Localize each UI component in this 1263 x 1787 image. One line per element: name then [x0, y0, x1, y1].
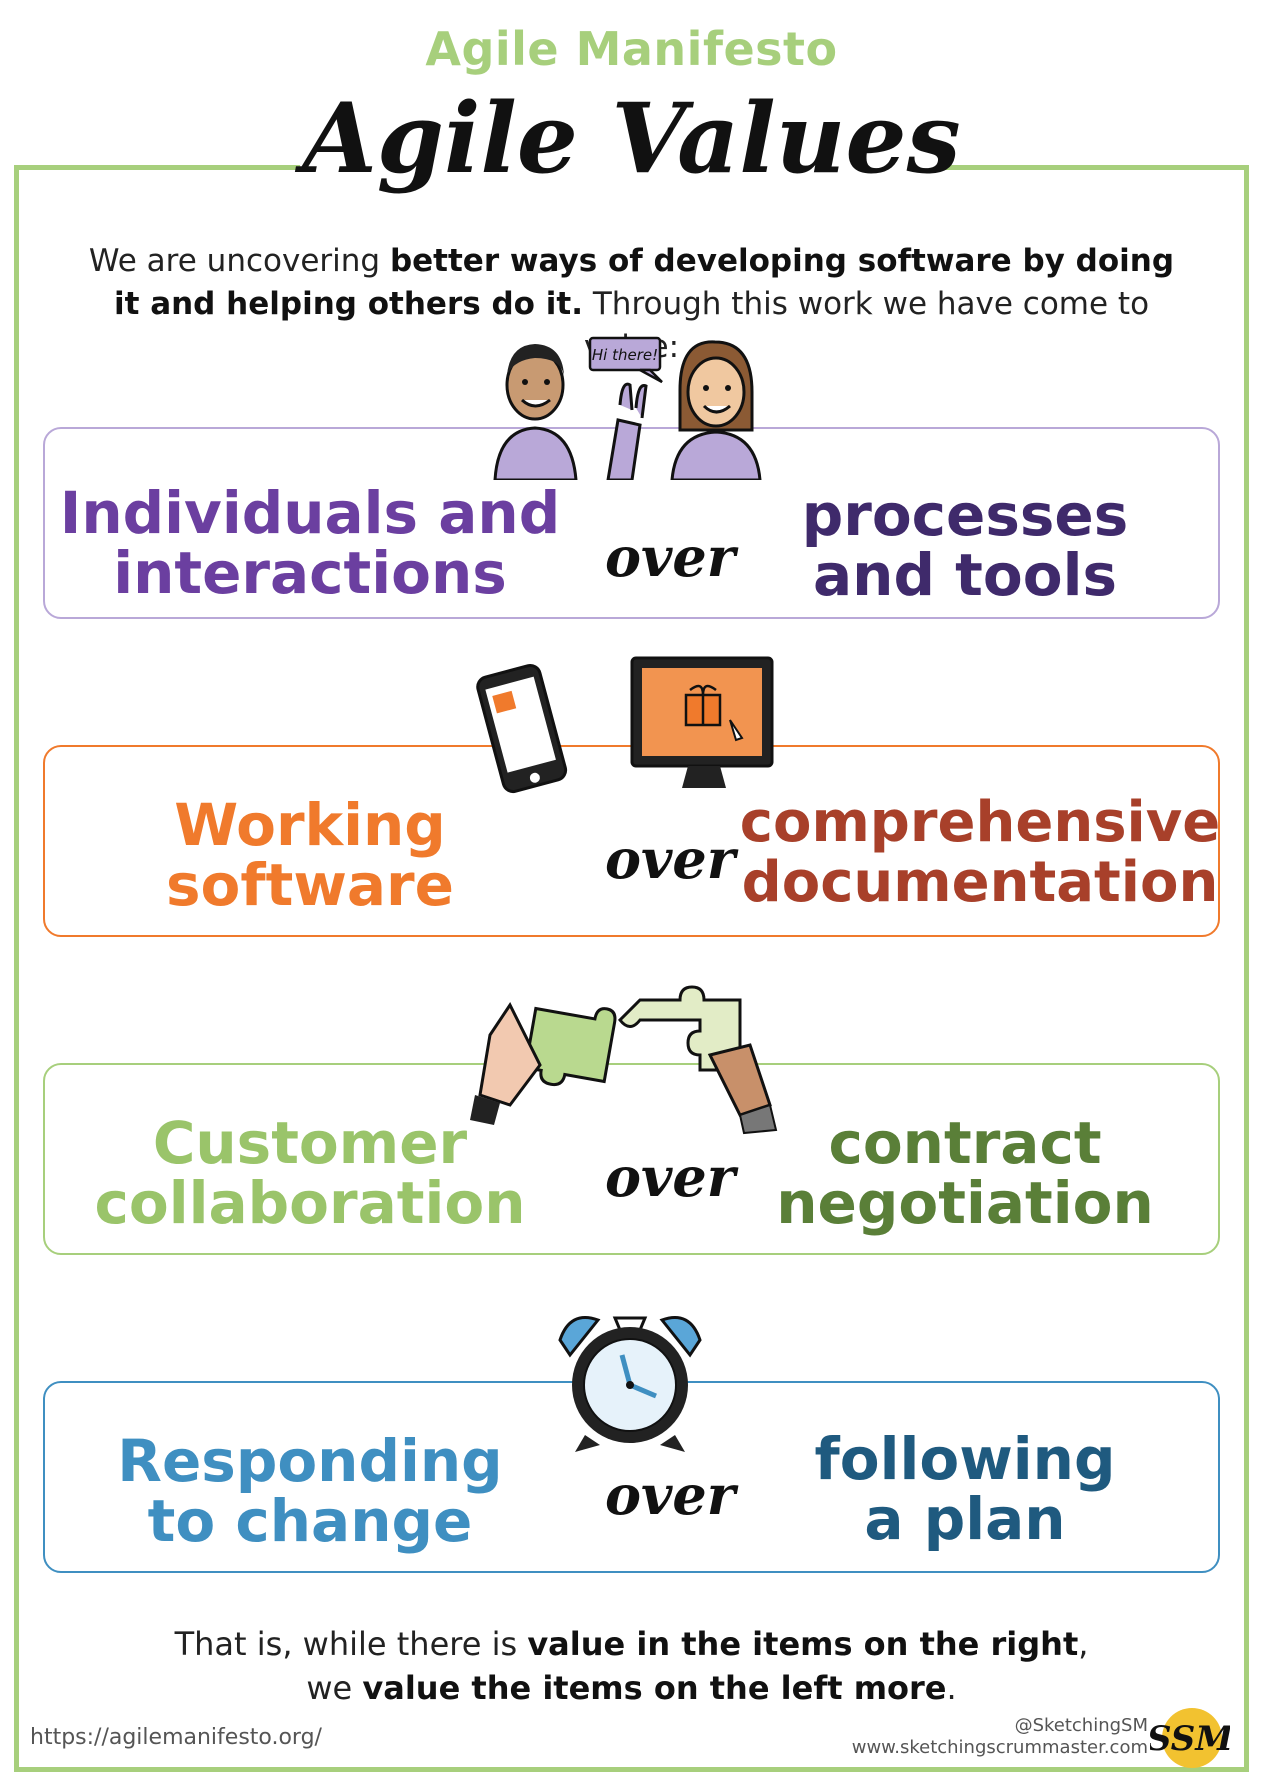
value-left: Responding to change — [45, 1431, 575, 1551]
page-title: Agile Values — [302, 82, 961, 195]
value-right: following a plan — [705, 1429, 1225, 1549]
over-word: over — [605, 525, 736, 589]
value-right-line1: following — [814, 1425, 1116, 1493]
credit-text: @SketchingSM www.sketchingscrummaster.co… — [852, 1715, 1148, 1759]
logo-text: SSM — [1150, 1719, 1230, 1759]
outro-text: That is, while there is value in the ite… — [80, 1622, 1183, 1710]
people-greeting-illustration: Hi there! — [493, 336, 762, 480]
value-left-line2: collaboration — [94, 1169, 526, 1237]
puzzle-hands-illustration — [470, 985, 778, 1135]
value-right-line2: documentation — [741, 850, 1219, 915]
value-card-working-software: Working software over comprehensive docu… — [43, 745, 1220, 937]
value-left-line2: software — [166, 851, 454, 919]
ssm-logo-icon: SSM — [1150, 1708, 1230, 1768]
value-right-line1: contract — [828, 1109, 1102, 1177]
value-left: Customer collaboration — [45, 1113, 575, 1233]
value-left-line2: to change — [147, 1487, 473, 1555]
outro-line1-c: , — [1078, 1625, 1089, 1663]
speech-bubble-text: Hi there! — [592, 346, 658, 364]
value-left: Individuals and interactions — [45, 483, 575, 603]
value-right-line1: processes — [801, 481, 1129, 549]
credit-website[interactable]: www.sketchingscrummaster.com — [851, 1737, 1148, 1758]
value-left-line1: Working — [174, 791, 446, 859]
value-right: comprehensive documentation — [715, 793, 1245, 913]
value-left: Working software — [45, 795, 575, 915]
outro-line1-b: value in the items on the right — [527, 1625, 1079, 1663]
value-right-line2: negotiation — [776, 1169, 1154, 1237]
value-left-line2: interactions — [113, 539, 507, 607]
value-left-line1: Customer — [152, 1109, 468, 1177]
outro-line2-c: . — [946, 1669, 957, 1707]
frame-title-gap — [300, 150, 940, 190]
value-right-line2: and tools — [813, 541, 1117, 609]
devices-illustration — [476, 656, 774, 794]
value-right-line2: a plan — [864, 1485, 1066, 1553]
intro-bold: better ways of developing software by do… — [113, 243, 1175, 322]
source-link[interactable]: https://agilemanifesto.org/ — [30, 1725, 322, 1750]
intro-text: We are uncovering better ways of develop… — [80, 240, 1183, 369]
supertitle: Agile Manifesto — [425, 22, 838, 76]
outro-line2-a: we — [306, 1669, 363, 1707]
outro-line1-a: That is, while there is — [174, 1625, 528, 1663]
value-left-line1: Responding — [117, 1427, 503, 1495]
value-right: contract negotiation — [705, 1113, 1225, 1233]
over-word: over — [605, 827, 736, 891]
value-right: processes and tools — [705, 485, 1225, 605]
value-card-individuals: Individuals and interactions over proces… — [43, 427, 1220, 619]
intro-part1: We are uncovering — [88, 243, 390, 279]
over-word: over — [605, 1463, 736, 1527]
outro-line1: That is, while there is value in the ite… — [80, 1622, 1183, 1666]
outro-line2-b: value the items on the left more — [362, 1669, 947, 1707]
over-word: over — [605, 1145, 736, 1209]
value-right-line1: comprehensive — [739, 790, 1221, 855]
credit-handle[interactable]: @SketchingSM — [1014, 1715, 1148, 1736]
outro-line2: we value the items on the left more. — [80, 1666, 1183, 1710]
value-left-line1: Individuals and — [59, 479, 561, 547]
alarm-clock-icon — [558, 1316, 702, 1452]
value-card-customer-collaboration: Customer collaboration over contract neg… — [43, 1063, 1220, 1255]
